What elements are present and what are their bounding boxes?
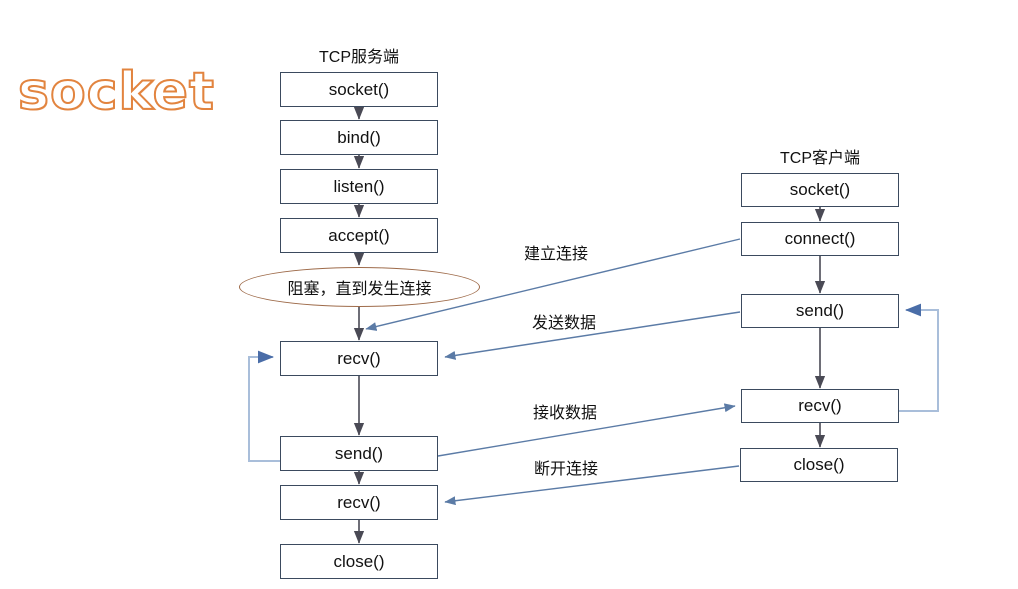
node-client-close[interactable]: close() (740, 448, 898, 482)
node-server-socket[interactable]: socket() (280, 72, 438, 107)
node-server-accept[interactable]: accept() (280, 218, 438, 253)
server-loop-arrow (248, 350, 280, 462)
link-label-establish-connection: 建立连接 (524, 246, 589, 263)
wordart-title: socket (17, 62, 215, 122)
server-column-heading: TCP服务端 (318, 49, 399, 66)
node-client-send[interactable]: send() (741, 294, 899, 328)
node-server-listen[interactable]: listen() (280, 169, 438, 204)
link-label-send-data: 发送数据 (532, 315, 597, 332)
node-client-recv[interactable]: recv() (741, 389, 899, 423)
link-label-disconnect: 断开连接 (534, 461, 599, 478)
node-server-recv-2[interactable]: recv() (280, 485, 438, 520)
client-loop-arrow (899, 303, 939, 412)
node-server-send[interactable]: send() (280, 436, 438, 471)
link-label-receive-data: 接收数据 (533, 405, 598, 422)
node-server-recv-1[interactable]: recv() (280, 341, 438, 376)
node-client-connect[interactable]: connect() (741, 222, 899, 256)
node-server-bind[interactable]: bind() (280, 120, 438, 155)
node-server-blocking-note: 阻塞，直到发生连接 (239, 267, 480, 307)
client-column-heading: TCP客户端 (779, 150, 860, 167)
node-client-socket[interactable]: socket() (741, 173, 899, 207)
node-server-close[interactable]: close() (280, 544, 438, 579)
